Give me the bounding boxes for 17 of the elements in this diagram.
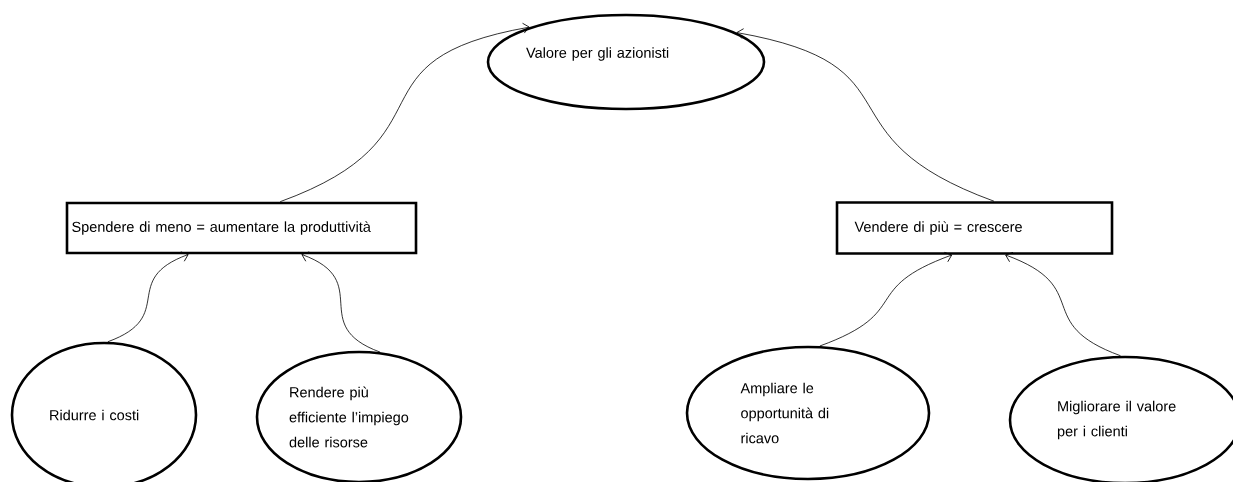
- arrow: [819, 251, 953, 347]
- arrow: [107, 251, 189, 343]
- strategy-box: [65, 201, 418, 255]
- node-text: Rendere più efficiente l’impiego delle risorse: [289, 386, 409, 448]
- arrow: [279, 22, 530, 203]
- node-text: Vendere di più = crescere: [854, 221, 1022, 235]
- node-text: Migliorare il valore per i clienti: [1057, 400, 1176, 440]
- goal-ellipse: [685, 345, 931, 481]
- arrow: [736, 28, 995, 202]
- node-text: Spendere di meno = aumentare la produttività: [72, 221, 371, 235]
- goal-ellipse: [486, 13, 766, 111]
- node-text: Ridurre i costi: [50, 409, 139, 421]
- node-text: Ampliare le opportunità di ricavo: [740, 382, 829, 444]
- arrow: [1005, 251, 1121, 357]
- arrow: [301, 251, 381, 353]
- strategy-box: [835, 201, 1114, 255]
- node-text: Valore per gli azionisti: [526, 47, 669, 61]
